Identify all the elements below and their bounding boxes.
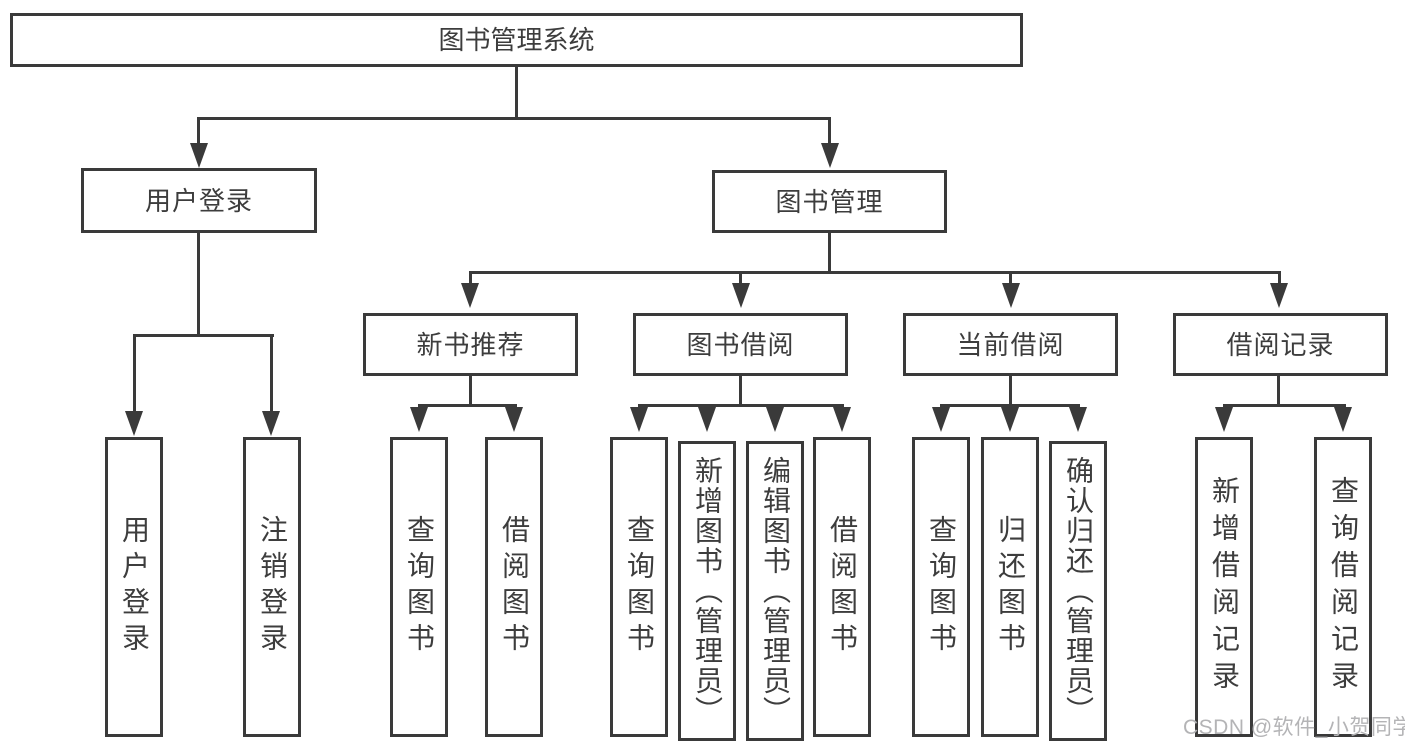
arrow-down-icon [125,411,143,436]
leaf-edit-book-admin: 编辑图书（管理员） [746,441,804,741]
node-user-login: 用户登录 [81,168,317,233]
arrow-down-icon [1334,407,1352,432]
connector-book-borrow-crossbar [638,404,844,407]
arrow-down-icon [1069,407,1087,432]
leaf-query-book-newbook: 查询图书 [390,437,448,737]
leaf-query-book-borrow: 查询图书 [610,437,668,737]
arrow-down-icon [698,407,716,432]
connector-new-book-crossbar [418,404,517,407]
arrow-down-icon [821,143,839,168]
arrow-down-icon [1215,407,1233,432]
connector-drop-book-mgmt [828,117,831,145]
leaf-add-borrow-record: 新增借阅记录 [1195,437,1253,737]
connector-drop-borrow-record [1278,271,1281,285]
watermark: CSDN @软件_小贺同学 [1183,716,1405,739]
node-current-borrow: 当前借阅 [903,313,1118,376]
leaf-query-book-current: 查询图书 [912,437,970,737]
arrow-down-icon [410,407,428,432]
arrow-down-icon [1002,283,1020,308]
leaf-borrow-book-newbook: 借阅图书 [485,437,543,737]
leaf-query-borrow-record: 查询借阅记录 [1314,437,1372,737]
connector-borrow-record-crossbar [1223,404,1346,407]
leaf-user-login: 用户登录 [105,437,163,737]
leaf-logout: 注销登录 [243,437,301,737]
leaf-add-book-admin: 新增图书（管理员） [678,441,736,741]
leaf-confirm-return-admin: 确认归还（管理员） [1049,441,1107,741]
connector-user-login-stem [197,233,200,336]
leaf-return-book: 归还图书 [981,437,1039,737]
node-borrow-record: 借阅记录 [1173,313,1388,376]
arrow-down-icon [461,283,479,308]
connector-drop-current-borrow [1009,271,1012,285]
connector-drop-logout-leaf [270,334,273,412]
node-library-system: 图书管理系统 [10,13,1023,67]
connector-new-book-stem [469,376,472,406]
connector-drop-book-borrow [739,271,742,285]
arrow-down-icon [262,411,280,436]
arrow-down-icon [766,407,784,432]
connector-current-borrow-stem [1009,376,1012,406]
connector-user-login-crossbar [133,334,274,337]
connector-drop-user-login [197,117,200,145]
connector-drop-login-leaf [133,334,136,412]
connector-current-borrow-crossbar [940,404,1080,407]
arrow-down-icon [833,407,851,432]
connector-root-crossbar [197,117,831,120]
connector-borrow-record-stem [1277,376,1280,406]
arrow-down-icon [1270,283,1288,308]
arrow-down-icon [190,143,208,168]
arrow-down-icon [732,283,750,308]
arrow-down-icon [630,407,648,432]
arrow-down-icon [505,407,523,432]
node-book-mgmt: 图书管理 [712,170,947,233]
connector-book-mgmt-crossbar [469,271,1281,274]
connector-drop-new-book [469,271,472,285]
arrow-down-icon [1001,407,1019,432]
leaf-borrow-book-borrow: 借阅图书 [813,437,871,737]
node-new-book: 新书推荐 [363,313,578,376]
node-book-borrow: 图书借阅 [633,313,848,376]
connector-book-borrow-stem [739,376,742,406]
connector-book-mgmt-stem [828,233,831,273]
connector-root-stem [515,67,518,120]
arrow-down-icon [932,407,950,432]
